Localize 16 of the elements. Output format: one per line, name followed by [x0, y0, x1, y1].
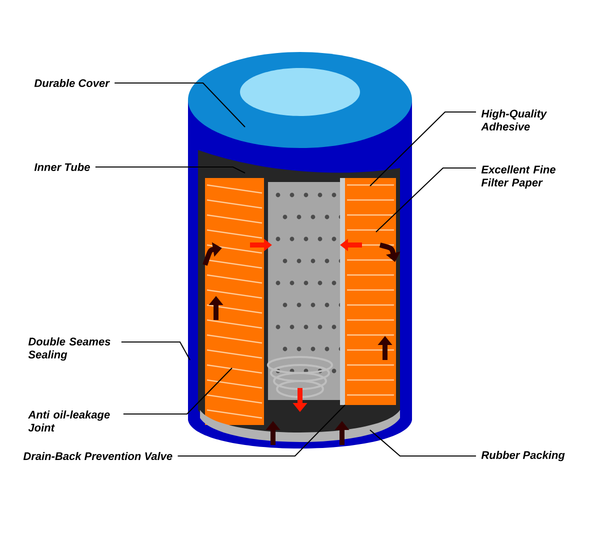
leader-line [376, 167, 476, 232]
part-label: Double Seames Sealing [28, 337, 110, 361]
part-label: Anti oil-leakage Joint [28, 410, 110, 432]
part-label: Inner Tube [34, 162, 90, 172]
part-label: Rubber Packing [481, 450, 565, 462]
leader-line [123, 368, 232, 415]
part-label: Excellent Fine Filter Paper [481, 165, 556, 189]
part-label: Drain-Back Prevention Valve [23, 452, 172, 460]
leader-line [114, 82, 246, 128]
part-label: High-Quality Adhesive [480, 109, 548, 131]
leader-line [370, 111, 476, 186]
leader-line [178, 404, 346, 457]
leader-line [370, 430, 476, 457]
leader-line [121, 341, 190, 360]
leader-line [95, 166, 246, 174]
part-label: Durable Cover [34, 78, 110, 88]
